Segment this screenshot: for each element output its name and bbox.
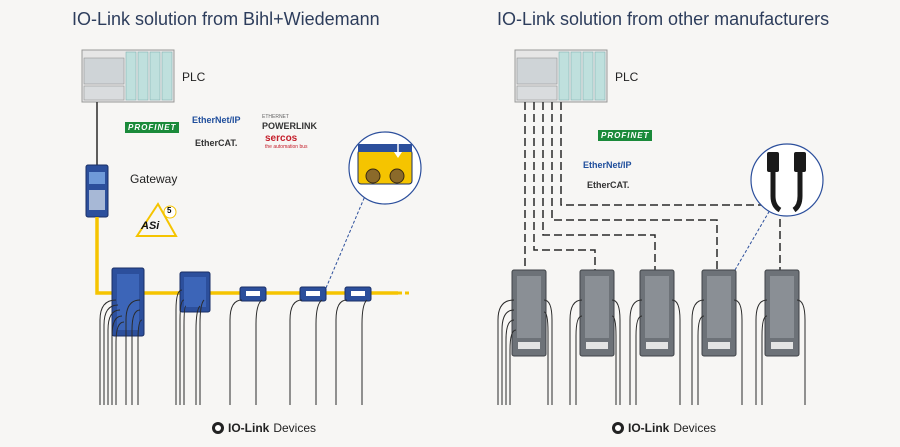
connector-closeup-icon	[348, 131, 422, 205]
right-profinet-logo: PROFINET	[598, 130, 653, 141]
left-asi-label: ASi	[141, 220, 160, 232]
right-devices-label: IO-Link Devices	[612, 421, 716, 435]
powerlink-top: ETHERNET	[262, 114, 289, 120]
right-module-1	[511, 269, 547, 357]
right-title: IO-Link solution from other manufacturer…	[497, 9, 830, 29]
right-module-3	[639, 269, 675, 357]
sercos-word: sercos	[265, 133, 298, 144]
left-asi-bus	[95, 217, 398, 295]
left-sercos-logo: sercos the automation bus	[265, 134, 308, 152]
right-ethernetip-logo: EtherNet/IP	[583, 160, 632, 170]
right-plc-label: PLC	[615, 70, 639, 84]
left-device-cables	[99, 289, 368, 405]
left-module-large-2	[179, 271, 211, 313]
left-ethernetip-logo: EtherNet/IP	[192, 115, 241, 125]
left-devices-label: IO-Link Devices	[212, 421, 316, 435]
left-module-large-1	[111, 267, 145, 337]
m12-connectors-icon	[750, 143, 824, 217]
left-plc	[81, 49, 175, 103]
right-ethernet-cables	[524, 102, 781, 270]
left-devices-label-bold: IO-Link	[228, 421, 270, 435]
left-title: IO-Link solution from Bihl+Wiedemann	[72, 9, 380, 29]
right-ethercat-logo: EtherCAT.	[587, 180, 630, 190]
left-gateway	[85, 164, 109, 218]
left-gateway-label: Gateway	[130, 172, 178, 186]
io-link-icon	[612, 422, 624, 434]
right-module-5	[764, 269, 800, 357]
left-devices-label-text: Devices	[273, 421, 317, 435]
left-ethercat-logo: EtherCAT.	[195, 138, 238, 148]
right-device-cables	[497, 299, 806, 405]
left-module-small-1	[239, 286, 267, 302]
io-link-icon	[212, 422, 224, 434]
right-module-4	[701, 269, 737, 357]
left-module-small-3	[344, 286, 372, 302]
right-devices-label-text: Devices	[673, 421, 717, 435]
left-callout-line	[325, 195, 366, 289]
left-module-small-2	[299, 286, 327, 302]
right-devices-label-bold: IO-Link	[628, 421, 670, 435]
right-module-2	[579, 269, 615, 357]
left-powerlink-logo: ETHERNET POWERLINK	[262, 113, 317, 131]
left-profinet-logo: PROFINET	[125, 122, 180, 133]
left-plc-label: PLC	[182, 70, 206, 84]
asi-logo-icon	[135, 202, 178, 237]
right-plc	[514, 49, 608, 103]
sercos-tagline: the automation bus	[265, 144, 308, 150]
right-callout-line	[734, 209, 771, 271]
left-asi-version: 5	[167, 206, 172, 215]
powerlink-word: POWERLINK	[262, 121, 317, 131]
